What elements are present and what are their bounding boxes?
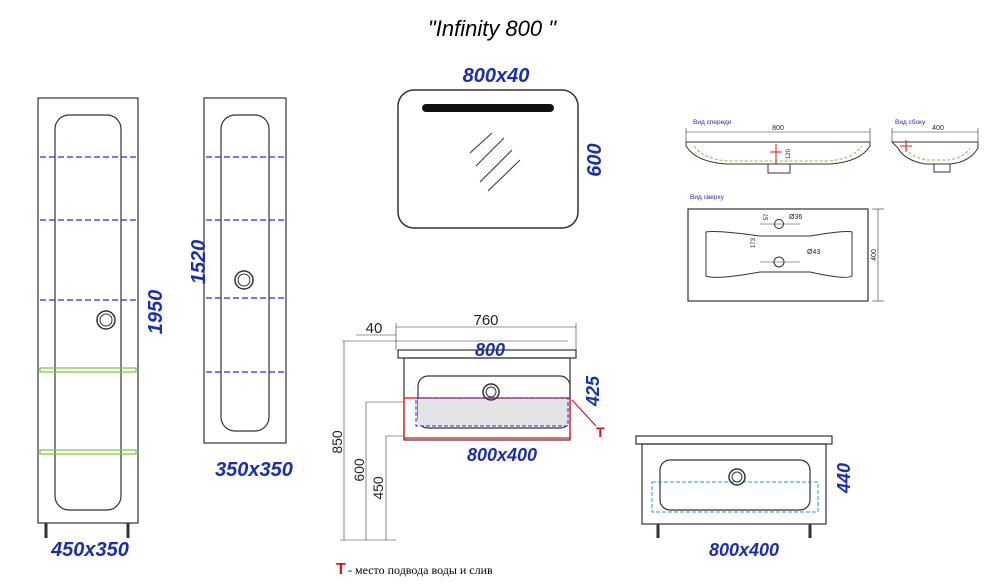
low-vanity-cabinet bbox=[641, 443, 827, 525]
sink-side-label: Вид сбоку bbox=[895, 118, 926, 126]
vanity-height: 425 bbox=[583, 375, 603, 407]
sink-front-label: Вид спереди bbox=[693, 119, 732, 126]
vanity-h850: 850 bbox=[329, 430, 345, 454]
sink-front-view: Вид спереди 800 120 bbox=[685, 119, 871, 174]
tall-cabinet-body bbox=[37, 97, 139, 524]
sink-top-d1: Ø36 bbox=[789, 214, 802, 221]
vanity-h450: 450 bbox=[370, 476, 386, 500]
legend-marker: T bbox=[336, 561, 346, 578]
narrow-cabinet-knob bbox=[234, 270, 254, 290]
sink-front-depth: 120 bbox=[786, 148, 792, 159]
sink-top-width: 400 bbox=[871, 249, 878, 261]
narrow-cabinet-size: 350x350 bbox=[215, 459, 293, 481]
mirror-height: 600 bbox=[584, 143, 606, 176]
narrow-cabinet: 1520 350x350 bbox=[188, 97, 293, 481]
sink-top-a: 57 bbox=[764, 213, 770, 220]
tall-cabinet-door bbox=[54, 114, 122, 511]
vanity-marker: T bbox=[596, 424, 605, 440]
mirror-size: 800x40 bbox=[463, 65, 530, 87]
low-vanity-knob bbox=[728, 468, 746, 486]
vanity-h600: 600 bbox=[351, 458, 367, 482]
vanity-service-zone bbox=[403, 397, 571, 439]
mirror-frame bbox=[397, 89, 579, 229]
tall-cabinet-knob bbox=[96, 310, 116, 330]
tall-cabinet-glass-shelf-1 bbox=[39, 367, 137, 373]
vanity-drawer-area bbox=[418, 398, 570, 426]
vanity-size: 800x400 bbox=[467, 445, 537, 465]
mirror: 800x40 600 bbox=[397, 65, 606, 229]
sink-side-view: Вид сбоку 400 bbox=[890, 118, 979, 173]
sink-top-view: Вид сверху Ø36 Ø43 57 173 400 bbox=[687, 194, 884, 302]
mirror-light bbox=[422, 104, 554, 112]
low-vanity: 440 800x400 bbox=[635, 435, 854, 560]
legend-text: - место подвода воды и слив bbox=[348, 563, 493, 577]
sink-top-b: 173 bbox=[751, 237, 757, 248]
tall-cabinet-size: 450x350 bbox=[50, 539, 129, 561]
sink-top-label: Вид сверху bbox=[690, 194, 725, 201]
sink-front-width: 800 bbox=[772, 125, 784, 132]
vanity-unit: 40 760 800 T 425 850 600 450 800x400 bbox=[329, 312, 605, 541]
sink-top-outline bbox=[687, 208, 869, 302]
drawing-title: "Infinity 800 " bbox=[428, 16, 557, 41]
low-vanity-basin bbox=[659, 459, 811, 511]
tall-cabinet-glass-shelf-2 bbox=[39, 449, 137, 455]
narrow-cabinet-body bbox=[203, 97, 287, 444]
low-vanity-countertop bbox=[635, 435, 833, 445]
vanity-knob bbox=[482, 383, 500, 401]
vanity-inner-width: 760 bbox=[473, 312, 498, 329]
low-vanity-size: 800x400 bbox=[709, 540, 779, 560]
sink-top-d2: Ø43 bbox=[807, 249, 820, 256]
narrow-cabinet-height: 1520 bbox=[188, 240, 210, 285]
tall-cabinet-height: 1950 bbox=[145, 290, 167, 335]
narrow-cabinet-door bbox=[220, 114, 270, 432]
low-vanity-height: 440 bbox=[834, 463, 854, 494]
sink-side-width: 400 bbox=[932, 125, 944, 132]
legend: T - место подвода воды и слив bbox=[336, 561, 493, 578]
tall-cabinet: 1950 450x350 bbox=[37, 97, 167, 561]
vanity-offset: 40 bbox=[366, 320, 383, 337]
